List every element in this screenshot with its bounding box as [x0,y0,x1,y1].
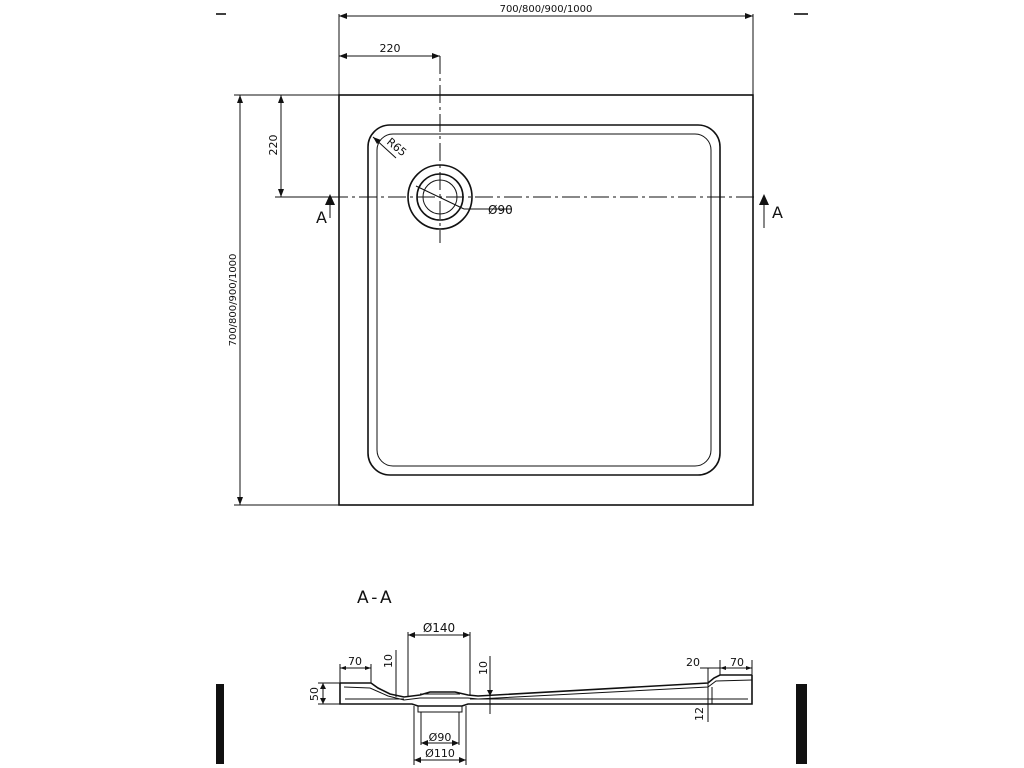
step-right-label: 20 [686,656,700,669]
drain-y-dimension-label: 220 [267,135,280,156]
floor-thickness-dimension: 12 [693,683,713,722]
step-center-label: 10 [477,661,490,675]
rim-right-label: 70 [730,656,744,669]
drain-y-dimension: 220 [267,94,339,198]
height-dimension: 700/800/900/1000 [228,94,339,506]
section-view: A-A Ø140 Ø110 [308,588,753,765]
height-section-label: 50 [308,687,321,701]
height-section-dimension: 50 [308,682,340,705]
drain-diameter-callout: Ø90 [415,185,513,217]
rim-right-dimension: 70 [719,656,753,675]
bottom-inner-dimension: Ø90 [420,712,460,746]
corner-radius-callout: R65 [372,135,409,159]
height-dimension-label: 700/800/900/1000 [228,254,239,347]
step-right-dimension: 20 [686,656,720,683]
section-bottom-surface [339,675,753,707]
rim-left-label: 70 [348,655,362,668]
bottom-outer-dimension: Ø110 [413,706,467,765]
plan-view: A A 700/800/900/1000 220 [228,4,783,506]
basin-inner-edge [376,133,712,467]
bottom-inner-label: Ø90 [429,731,452,744]
step-center-dimension: 10 [477,656,493,714]
section-inner-surface [343,679,753,701]
corner-radius-label: R65 [384,135,409,159]
drain-x-dimension-label: 220 [380,42,401,55]
section-marker-left: A [316,194,335,227]
floor-thickness-label: 12 [693,707,706,721]
tray-outline [338,94,754,506]
section-marker-right-label: A [772,203,783,222]
width-dimension-label: 700/800/900/1000 [500,4,593,15]
top-opening-dimension: Ø140 [407,621,471,696]
section-title: A-A [357,588,395,608]
step-left-label: 10 [382,654,395,668]
frame-marks [216,13,808,764]
drain-x-dimension: 220 [339,42,440,59]
drain-diameter-label: Ø90 [488,203,513,217]
bottom-outer-label: Ø110 [425,747,455,760]
section-top-surface [340,674,752,698]
width-dimension: 700/800/900/1000 [338,4,754,95]
section-drain [417,706,463,713]
rim-left-dimension: 70 [339,655,372,683]
top-opening-label: Ø140 [423,621,455,635]
section-marker-left-label: A [316,208,327,227]
basin-outer-edge [367,124,721,476]
step-left-dimension: 10 [382,650,397,697]
section-marker-right: A [759,194,783,228]
